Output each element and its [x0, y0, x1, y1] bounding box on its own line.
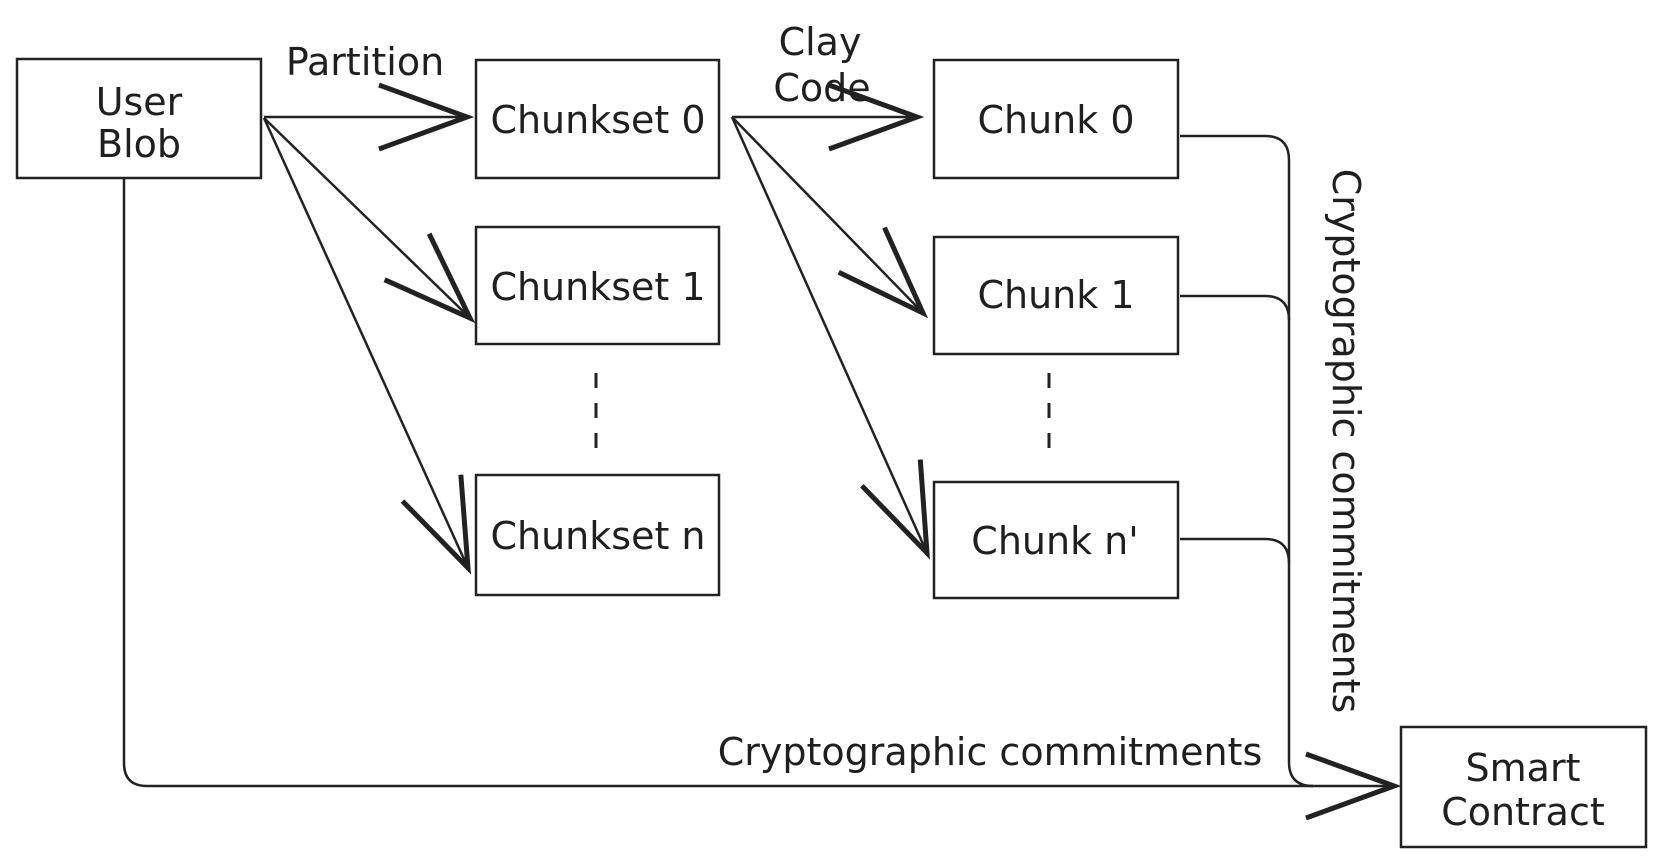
node-chunkset-0: [474, 58, 721, 180]
chunkset-0-label: Chunkset 0: [490, 98, 705, 142]
node-chunk-n: [932, 480, 1180, 600]
edge-chunkset0-to-chunk1: [731, 116, 929, 319]
edge-chunk1-commitment-join: [1180, 294, 1291, 321]
node-user-blob: [15, 57, 263, 180]
edge-userblob-to-chunkset1: [263, 117, 476, 324]
edge-chunk0-commitment-trunk: [1180, 134, 1314, 788]
node-chunkset-1: [474, 225, 721, 346]
partition-edge-label: Partition: [286, 40, 444, 84]
edge-chunkn-commitment-join: [1180, 537, 1291, 564]
edge-userblob-to-chunksetn: [262, 117, 472, 575]
edge-chunkset0-to-chunkn: [730, 116, 930, 560]
chunk-1-label: Chunk 1: [977, 273, 1134, 317]
chunk-0-label: Chunk 0: [977, 98, 1134, 142]
chunkset-1-label: Chunkset 1: [490, 265, 705, 309]
node-chunk-0: [932, 58, 1180, 180]
node-chunkset-n: [474, 473, 721, 597]
node-chunk-1: [932, 235, 1180, 356]
node-smart-contract: [1399, 725, 1648, 849]
chunkset-n-label: Chunkset n: [490, 514, 705, 558]
edge-userblob-to-smartcontract: [122, 178, 1402, 821]
commitments-horizontal-label: Cryptographic commitments: [718, 730, 1263, 774]
chunk-n-label: Chunk n': [971, 519, 1138, 563]
commitments-vertical-label: Cryptographic commitments: [1324, 169, 1368, 714]
